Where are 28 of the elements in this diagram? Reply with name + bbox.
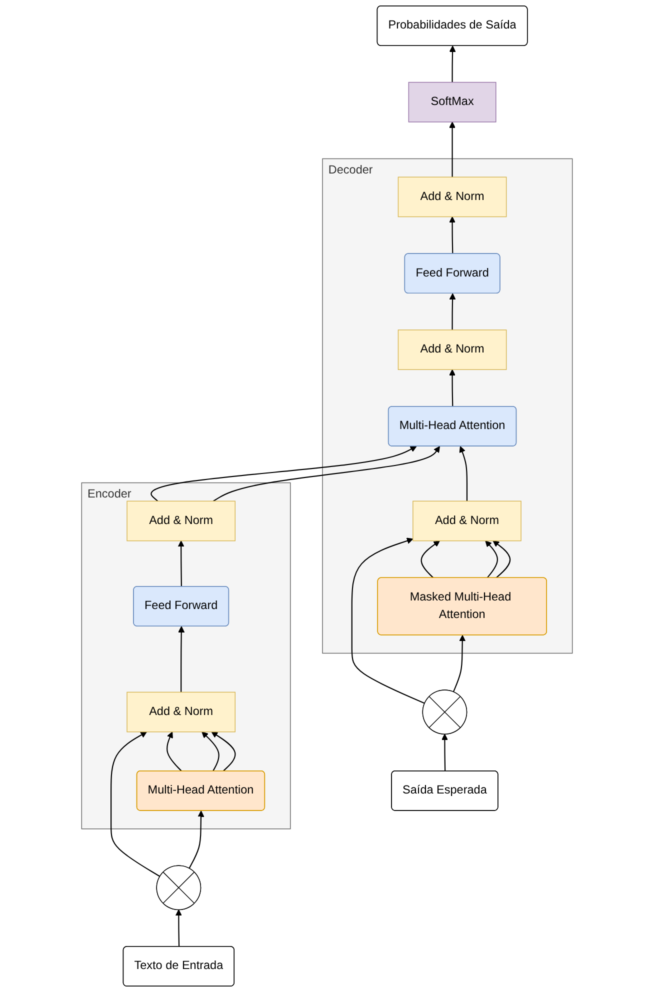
arrow [175, 909, 182, 947]
arrow [449, 293, 456, 330]
arrow [166, 732, 182, 772]
arrow [202, 732, 220, 772]
arrow [150, 446, 417, 502]
arrow [178, 626, 185, 692]
arrow [449, 46, 456, 82]
node-box: Add & Norm [398, 330, 507, 370]
arrow [351, 538, 425, 704]
node-box: Add & Norm [412, 500, 522, 542]
arrow [452, 634, 466, 692]
node-box: Add & Norm [126, 692, 236, 732]
arrow [213, 446, 440, 502]
node-box: SoftMax [408, 82, 496, 122]
arrow [449, 122, 456, 178]
arrow [485, 540, 498, 578]
arrow [178, 540, 184, 587]
arrow [449, 369, 456, 407]
arrow [492, 540, 511, 578]
arrow [441, 734, 448, 772]
arrow [459, 446, 468, 502]
arrow [110, 732, 160, 877]
arrow [449, 216, 456, 254]
node-box: Add & Norm [398, 176, 507, 218]
arrow [420, 540, 440, 578]
arrow [188, 810, 204, 869]
arrow [211, 732, 236, 772]
node-box: Add & Norm [126, 500, 236, 542]
